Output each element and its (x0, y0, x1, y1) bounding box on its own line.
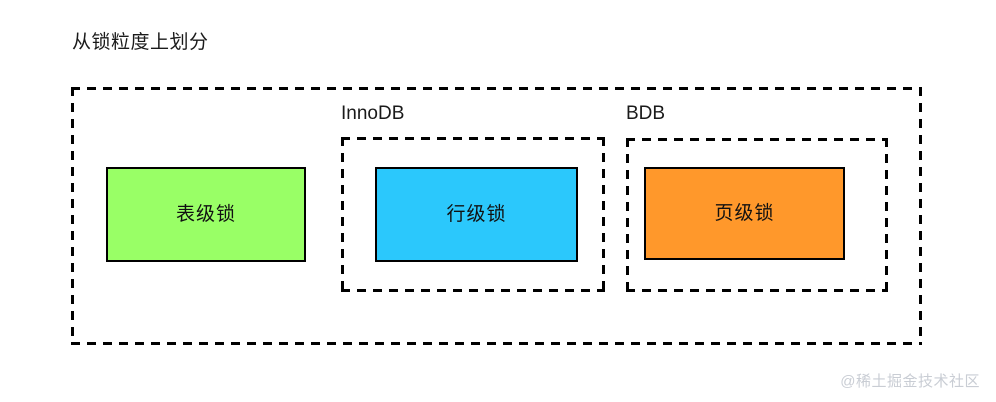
engine-label-innodb: InnoDB (341, 103, 405, 124)
lock-box-page-level: 页级锁 (644, 167, 845, 260)
watermark: @稀土掘金技术社区 (840, 373, 980, 390)
engine-label-bdb: BDB (626, 103, 666, 124)
diagram-title: 从锁粒度上划分 (72, 32, 209, 53)
lock-box-table-level: 表级锁 (106, 167, 306, 262)
lock-box-row-level: 行级锁 (375, 167, 578, 262)
